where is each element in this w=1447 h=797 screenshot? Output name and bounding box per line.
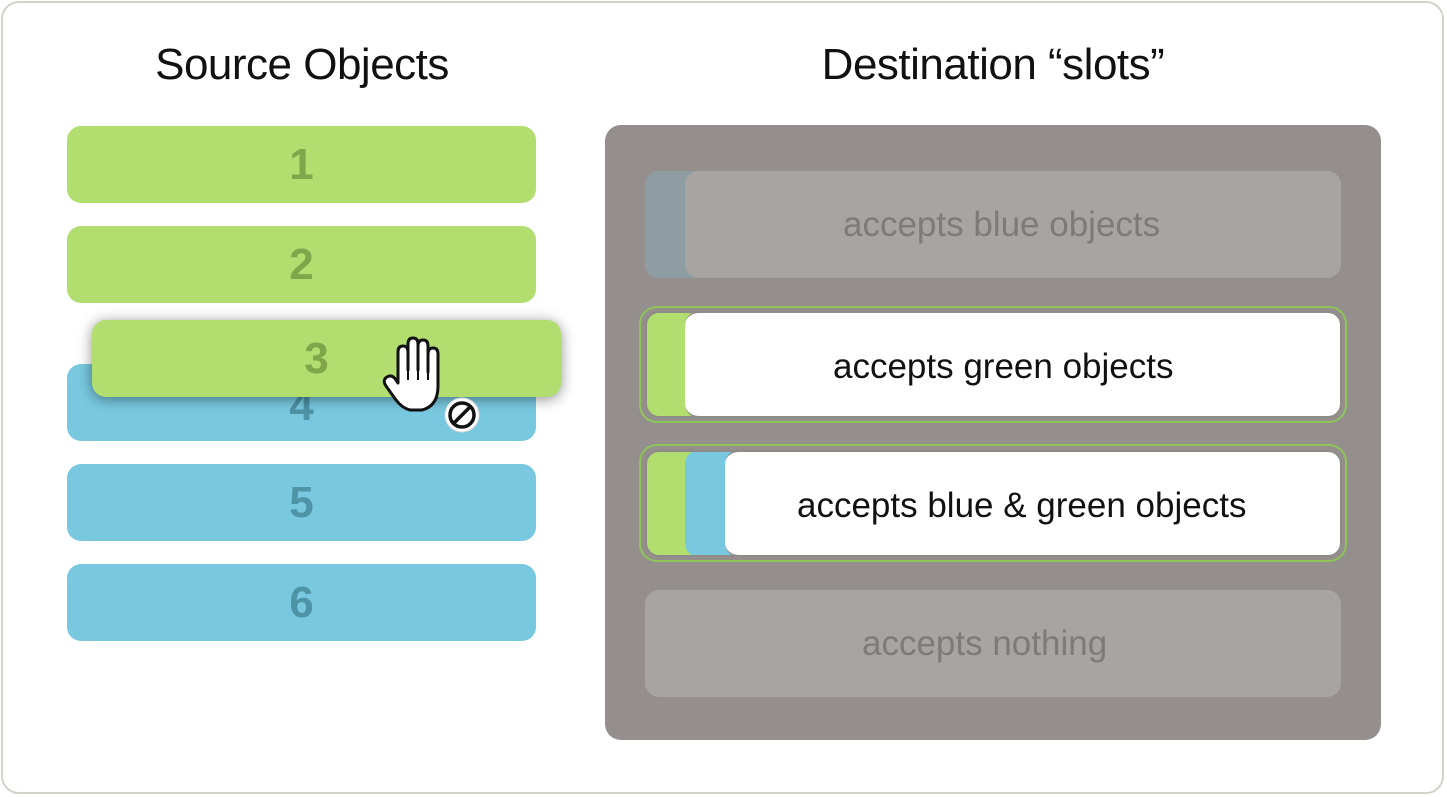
- no-drop-icon: [444, 397, 480, 433]
- source-object-6[interactable]: 6: [67, 564, 536, 641]
- source-object-label: 1: [289, 139, 314, 189]
- slot-highlight-outline: [639, 306, 1347, 423]
- slot-accepts-green[interactable]: accepts green objects: [645, 311, 1342, 418]
- source-objects-heading: Source Objects: [155, 40, 449, 89]
- slot-accepts-blue-and-green[interactable]: accepts blue & green objects: [645, 450, 1342, 557]
- destination-slots-heading: Destination “slots”: [821, 40, 1165, 89]
- source-object-2[interactable]: 2: [67, 226, 536, 303]
- slot-accepts-blue[interactable]: accepts blue objects: [645, 171, 1341, 278]
- slot-label: accepts blue & green objects: [797, 486, 1247, 525]
- slot-label: accepts nothing: [862, 624, 1108, 663]
- slot-highlight-outline: [639, 444, 1347, 562]
- slot-label: accepts blue objects: [843, 205, 1161, 244]
- source-object-label: 5: [289, 477, 314, 527]
- hand-cursor-icon: [382, 336, 440, 412]
- dragged-object-3[interactable]: 3: [92, 320, 561, 397]
- source-object-5[interactable]: 5: [67, 464, 536, 541]
- dragged-object-label: 3: [304, 333, 329, 383]
- source-object-label: 2: [289, 239, 314, 289]
- source-object-label: 6: [289, 577, 314, 627]
- slot-accepts-nothing[interactable]: accepts nothing: [645, 590, 1341, 697]
- source-object-1[interactable]: 1: [67, 126, 536, 203]
- slot-label: accepts green objects: [833, 347, 1174, 386]
